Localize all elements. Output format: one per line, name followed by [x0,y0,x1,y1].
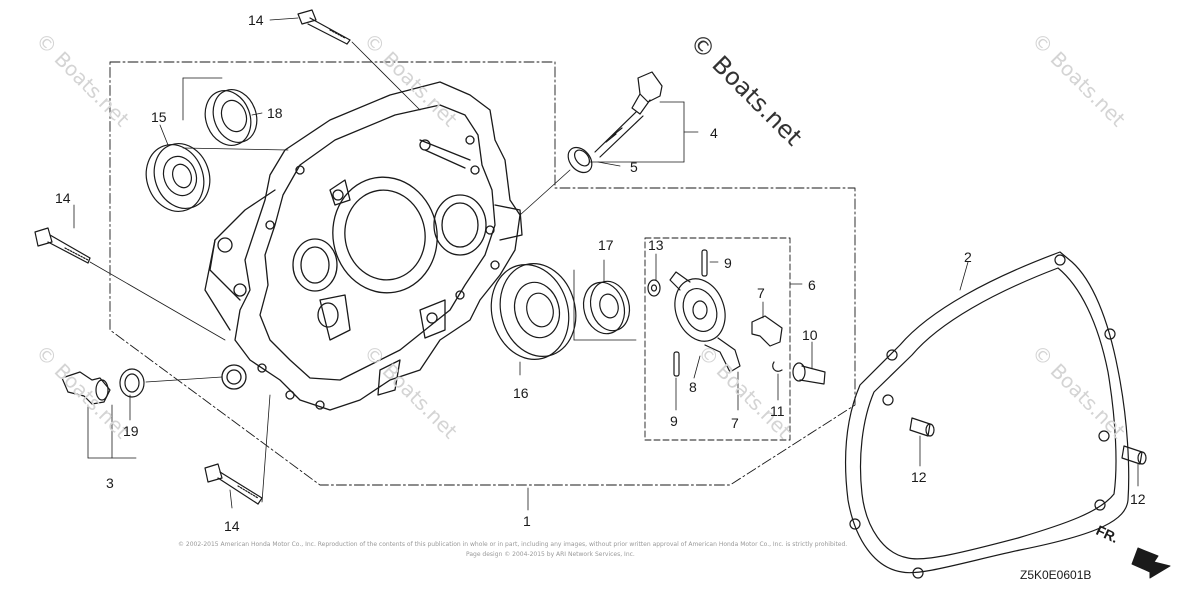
group-bracket-1 [109,61,856,486]
callout-14: 14 [55,190,71,206]
bearing-18 [204,89,258,146]
o-ring-5 [567,146,593,174]
callout-8: 8 [689,379,697,395]
callout-16: 16 [513,385,529,401]
callout-7: 7 [731,415,739,431]
bolt-10 [792,362,826,385]
callout-4: 4 [710,125,718,141]
dowel-pin-12-left [909,417,935,437]
dowel-pin-12-right [1121,445,1147,465]
callout-1: 1 [523,513,531,529]
holder-7-top [751,315,783,347]
callout-14: 14 [248,12,264,28]
pin-9-top [701,249,708,277]
callout-13: 13 [648,237,664,253]
gasket-2 [844,251,1130,579]
callout-15: 15 [151,109,167,125]
callout-19: 19 [123,423,139,439]
bearing-17 [582,280,631,335]
bearing-16 [490,263,577,360]
bolt-14-left [34,227,91,264]
callout-12: 12 [1130,491,1146,507]
callout-7: 7 [757,285,765,301]
bearing-15 [145,143,211,212]
front-direction-arrow [1131,547,1171,579]
callout-12: 12 [911,469,927,485]
callout-6: 6 [808,277,816,293]
callout-9: 9 [670,413,678,429]
callout-3: 3 [106,475,114,491]
copyright-notice: © 2002-2015 American Honda Motor Co., In… [178,541,848,548]
diagram-code: Z5K0E0601B [1020,568,1092,582]
bolt-14-bottom [204,463,263,505]
callout-9: 9 [724,255,732,271]
callout-10: 10 [802,327,818,343]
callout-5: 5 [630,159,638,175]
pin-9-bottom [673,351,680,377]
page-design-notice: Page design © 2004-2015 by ARI Network S… [466,551,635,558]
callout-17: 17 [598,237,614,253]
callout-2: 2 [964,249,972,265]
washer-19 [119,368,145,398]
washer-13 [647,279,661,297]
governor-gear-8 [669,271,741,373]
drain-plug-3 [61,371,111,405]
callout-11: 11 [770,403,785,419]
oil-gauge-4 [594,71,663,158]
group-bracket-6 [644,237,791,441]
leader-lines [73,17,1139,511]
callout-14: 14 [224,518,240,534]
bolt-14-top [297,9,351,45]
clip-11 [772,361,783,372]
callout-18: 18 [267,105,283,121]
